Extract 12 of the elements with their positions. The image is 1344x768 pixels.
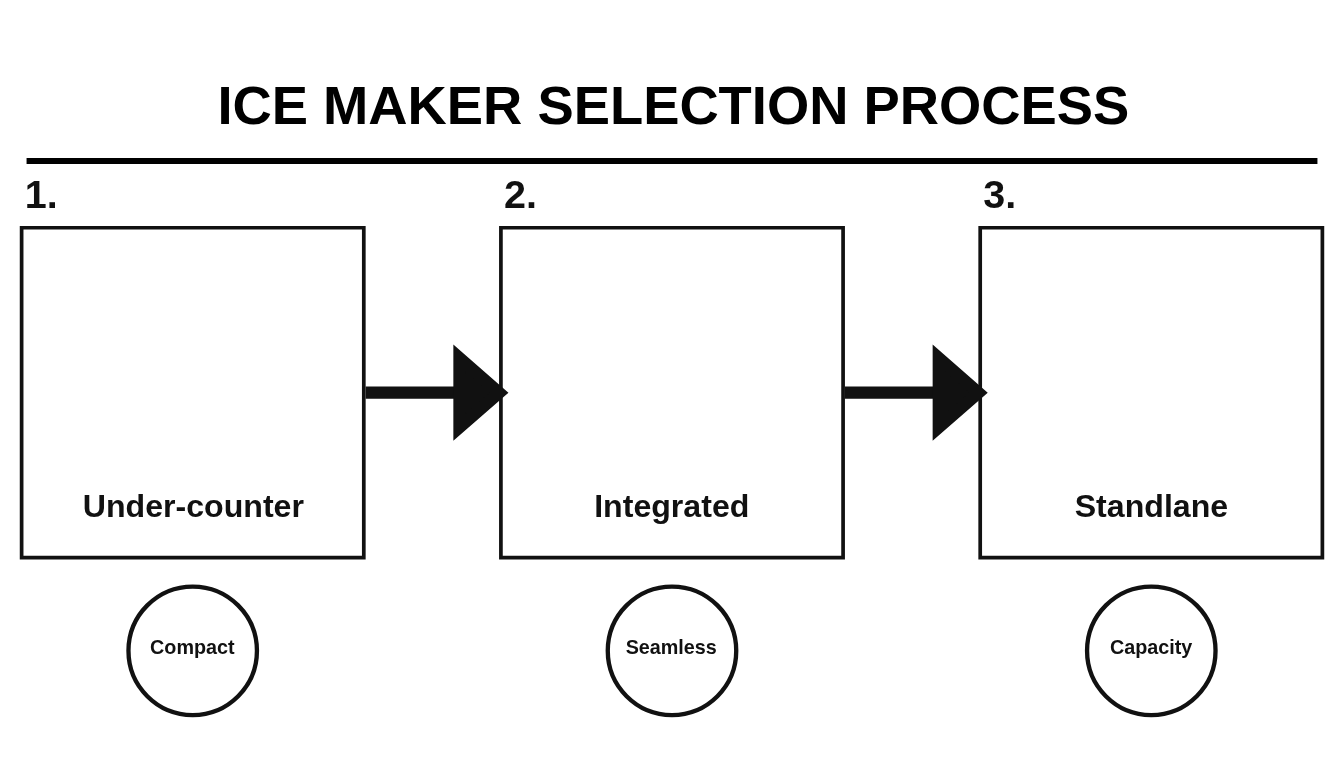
node-circle: Compact (126, 584, 260, 718)
node-box: Under-counter (19, 225, 366, 560)
arrow (844, 344, 988, 441)
arrow (365, 344, 509, 441)
diagram-title: ICE MAKER SELECTION PROCESS (217, 74, 1130, 136)
node-label: 3. (983, 172, 1017, 217)
node-label: 1. (24, 172, 58, 217)
node-box: Integrated (499, 225, 845, 560)
node-box: Standlane (978, 225, 1325, 560)
node-label: 2. (504, 172, 537, 217)
node-circle: Capacity (1084, 584, 1218, 718)
node-circle: Seamless (605, 584, 739, 718)
